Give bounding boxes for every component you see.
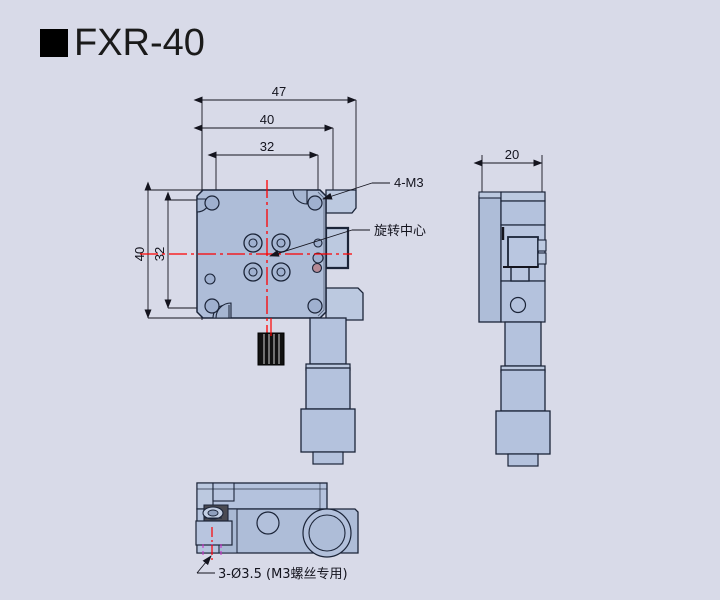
- side-view-micrometer: [495, 321, 551, 467]
- top-view-center-hole-cluster: [243, 233, 291, 282]
- bottom-view-mounting-pad: [195, 520, 233, 546]
- bottom-view: 3-Ø3.5 (M3螺丝专用): [195, 482, 359, 582]
- dimension-mount-width-label: 40: [260, 112, 274, 127]
- dimension-mount-width: 40: [193, 112, 334, 132]
- annotation-4-m3-label: 4-M3: [394, 175, 424, 190]
- dimension-thickness-label: 20: [505, 147, 519, 162]
- side-view: 20: [473, 147, 551, 467]
- dimension-overall-width: 47: [193, 84, 357, 104]
- bottom-view-knob-detail: [202, 504, 229, 522]
- top-view-centerlines: [140, 180, 352, 340]
- top-view-corner-features: [196, 189, 308, 319]
- annotation-rotation-center: 旋转中心: [269, 224, 426, 257]
- top-view-micrometer: [300, 317, 356, 465]
- annotation-4-m3: 4-M3: [322, 175, 424, 200]
- dimension-thickness: 20: [473, 147, 543, 167]
- top-view-knurled-knob: [257, 318, 285, 366]
- bottom-view-upper-rail: [196, 482, 328, 510]
- dimension-hole-pitch-y: 32: [152, 191, 172, 309]
- dimension-overall-height-label: 40: [132, 247, 147, 261]
- side-view-body: [478, 191, 547, 323]
- dimension-hole-pitch-y-label: 32: [152, 247, 167, 261]
- top-view-corner-holes: [204, 195, 323, 314]
- dimension-overall-width-label: 47: [272, 84, 286, 99]
- annotation-clearance-holes-label: 3-Ø3.5 (M3螺丝专用): [218, 567, 348, 582]
- top-view: 47 40 32 40 32: [132, 84, 426, 465]
- page-title-text: FXR-40: [74, 22, 205, 64]
- annotation-clearance-holes: 3-Ø3.5 (M3螺丝专用): [196, 555, 348, 582]
- annotation-rotation-center-label: 旋转中心: [374, 224, 426, 239]
- dimension-hole-pitch-x: 32: [207, 139, 319, 159]
- black-square-bullet-icon: [40, 29, 68, 57]
- dimension-hole-pitch-x-label: 32: [260, 139, 274, 154]
- page-title: FXR-40: [40, 24, 205, 62]
- top-view-side-brackets: [324, 189, 364, 321]
